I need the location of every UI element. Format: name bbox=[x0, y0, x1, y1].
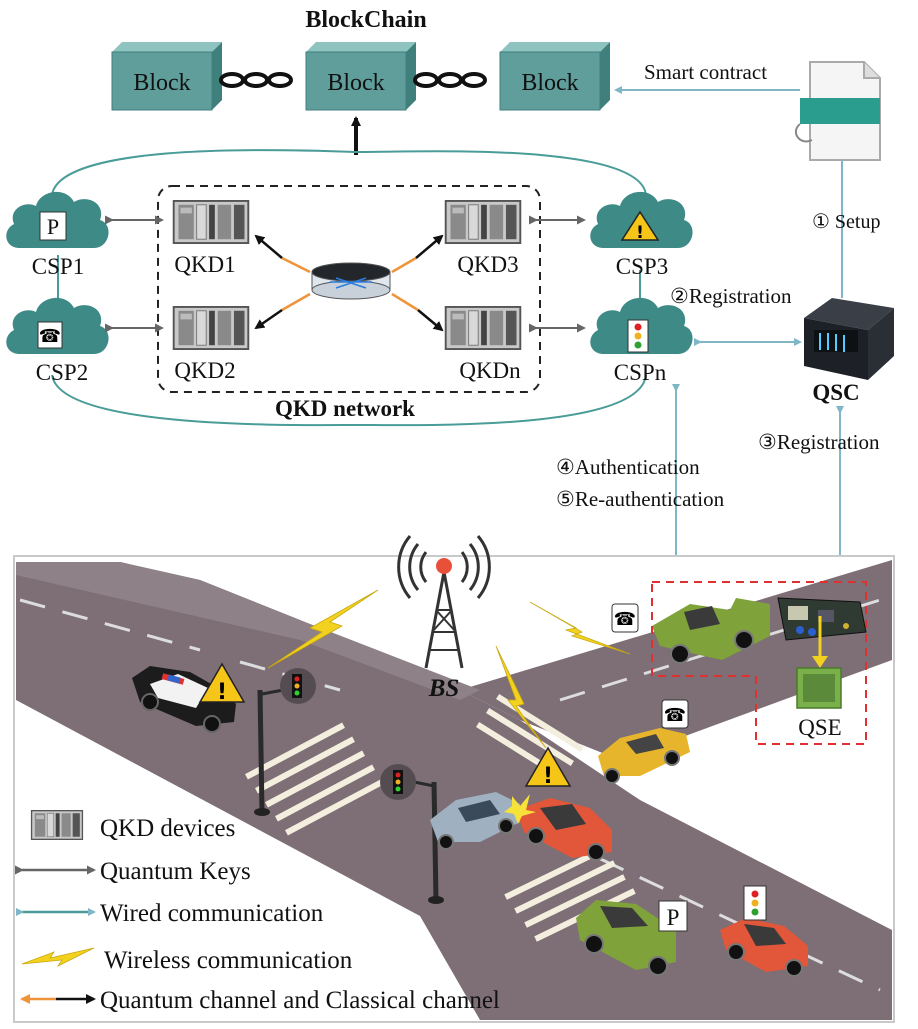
legend-wireless-label: Wireless communication bbox=[104, 947, 353, 974]
csp1-cloud: P bbox=[6, 191, 109, 248]
legend: QKD devices Quantum Keys Wired communica… bbox=[15, 808, 500, 1014]
qkd2-label: QKD2 bbox=[174, 358, 235, 383]
street-light-center bbox=[380, 764, 444, 904]
wired-loop-bottom bbox=[51, 374, 647, 427]
svg-text:!: ! bbox=[543, 764, 553, 789]
accident-warning-icon: ! bbox=[524, 746, 572, 789]
truck-phone-icon: ☎ bbox=[611, 603, 639, 633]
legend-qkd-devices-label: QKD devices bbox=[100, 815, 235, 842]
reauthentication-label: ⑤Re-authentication bbox=[556, 487, 725, 511]
red-car bbox=[720, 918, 808, 977]
block-2: Block bbox=[305, 42, 416, 111]
setup-label: ① Setup bbox=[812, 211, 881, 233]
green-suv bbox=[576, 900, 676, 976]
qkd3-label: QKD3 bbox=[457, 252, 518, 277]
qkd1-device-icon bbox=[172, 200, 250, 244]
suv-parking-icon: P bbox=[658, 900, 688, 932]
authentication-label: ④Authentication bbox=[556, 455, 700, 479]
warning-icon: ! bbox=[636, 223, 644, 243]
csp2-label: CSP2 bbox=[36, 360, 88, 385]
qkd-network-box bbox=[157, 185, 541, 393]
qse-box bbox=[651, 581, 867, 745]
block-label: Block bbox=[327, 70, 384, 96]
base-station-tower-icon bbox=[397, 535, 491, 669]
csp3-cloud: ! bbox=[590, 191, 693, 248]
optical-switch-icon bbox=[311, 262, 391, 300]
legend-wired-label: Wired communication bbox=[100, 900, 324, 927]
wireless-signal-bolts bbox=[267, 589, 631, 749]
qkd3-device-icon bbox=[444, 200, 522, 244]
quantum-channel-arrows bbox=[254, 234, 444, 332]
svg-text:☎: ☎ bbox=[664, 705, 686, 726]
qse-label: QSE bbox=[798, 715, 841, 740]
csp1-label: CSP1 bbox=[32, 254, 84, 279]
red-car-traffic-light-icon bbox=[743, 885, 767, 921]
police-warning-icon: ! bbox=[198, 662, 246, 705]
bs-label: BS bbox=[428, 675, 460, 702]
red-car-crashed bbox=[504, 794, 612, 861]
smart-contract-document-icon bbox=[794, 61, 881, 161]
qkdn-label: QKDn bbox=[459, 358, 521, 383]
qse-chip-arrowhead bbox=[812, 656, 828, 668]
legend-wireless-bolt-icon bbox=[21, 947, 95, 968]
legend-quantum-keys-label: Quantum Keys bbox=[100, 858, 251, 885]
block-1: Block bbox=[111, 42, 222, 111]
wired-loop bbox=[51, 149, 647, 196]
chain-link-1 bbox=[219, 72, 293, 88]
block-label: Block bbox=[133, 70, 190, 96]
block-label: Block bbox=[521, 70, 578, 96]
csp3-label: CSP3 bbox=[616, 254, 668, 279]
yellow-car bbox=[598, 728, 690, 784]
chain-link-2 bbox=[413, 72, 487, 88]
qkd1-label: QKD1 bbox=[174, 252, 235, 277]
svg-text:☎: ☎ bbox=[614, 609, 636, 630]
parking-sign-icon: P bbox=[47, 214, 59, 239]
svg-text:!: ! bbox=[217, 680, 227, 705]
qkd2-device-icon bbox=[172, 306, 250, 350]
qse-chip-icon bbox=[796, 667, 842, 709]
cspn-label: CSPn bbox=[614, 360, 667, 385]
silver-car bbox=[430, 792, 520, 850]
registration-label-2: ②Registration bbox=[670, 284, 792, 308]
legend-channel-label: Quantum channel and Classical channel bbox=[100, 987, 500, 1014]
qkd-network-label: QKD network bbox=[275, 396, 415, 421]
phone-icon: ☎ bbox=[39, 326, 61, 347]
qsc-server-icon bbox=[804, 298, 894, 380]
qsc-label: QSC bbox=[812, 380, 859, 405]
pickup-truck bbox=[652, 598, 770, 664]
qse-board-icon bbox=[777, 597, 867, 641]
smart-contract-label: Smart contract bbox=[644, 60, 767, 84]
block-3: Block bbox=[499, 42, 610, 111]
street-light-left bbox=[254, 668, 316, 816]
csp2-cloud: ☎ bbox=[6, 297, 109, 354]
police-car bbox=[132, 666, 236, 733]
legend-qkd-device-icon bbox=[30, 810, 84, 840]
blockchain-title: BlockChain bbox=[305, 7, 426, 33]
yellow-car-phone-icon: ☎ bbox=[661, 699, 689, 729]
parking-sign-label: P bbox=[667, 905, 680, 930]
qkdn-device-icon bbox=[444, 306, 522, 350]
cspn-cloud bbox=[590, 297, 693, 354]
registration-label-3: ③Registration bbox=[758, 430, 880, 454]
